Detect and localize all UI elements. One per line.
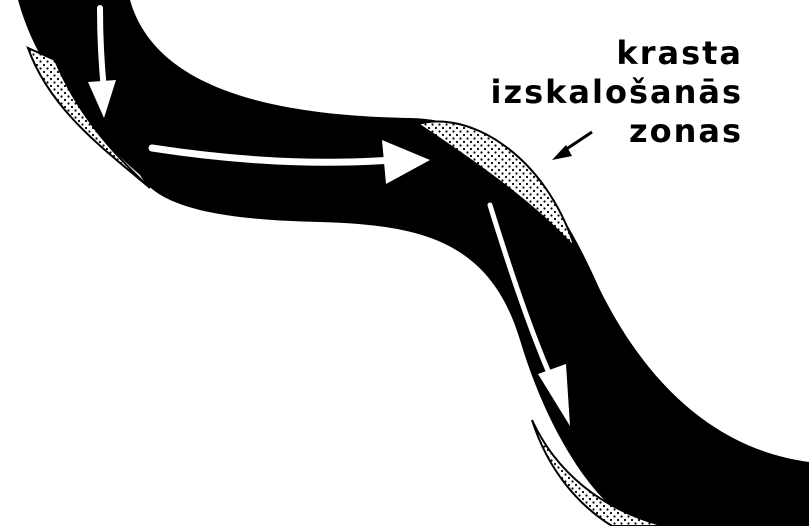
label-line-3: zonas (490, 112, 743, 151)
erosion-zone-label: krasta izskalošanās zonas (490, 34, 743, 151)
label-line-1: krasta (490, 34, 743, 73)
label-line-2: izskalošanās (490, 73, 743, 112)
